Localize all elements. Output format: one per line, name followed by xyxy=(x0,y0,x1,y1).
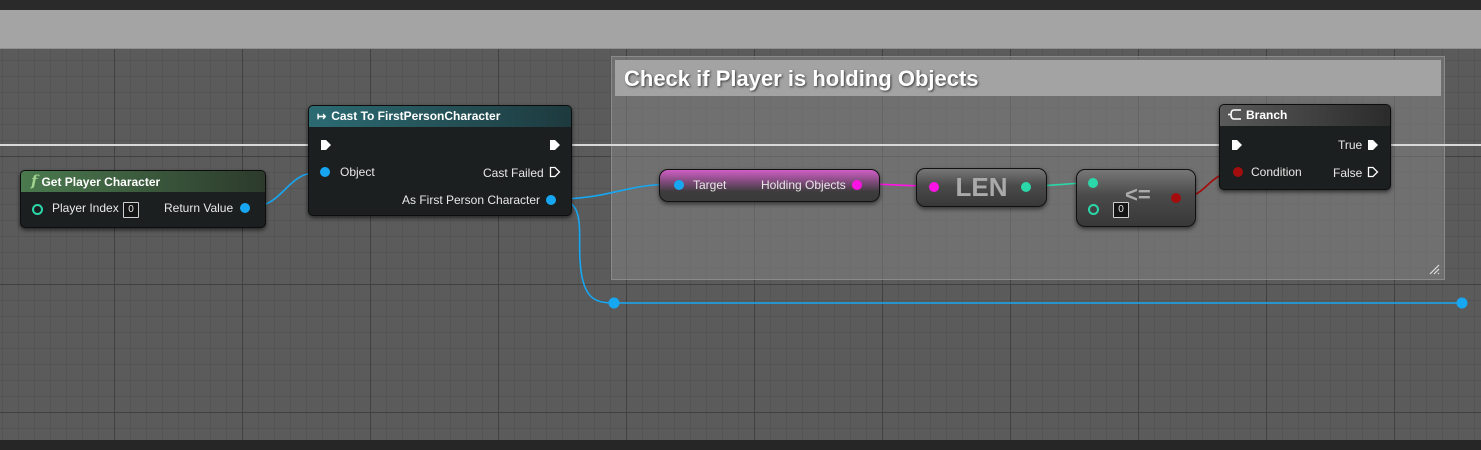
len-input-pin[interactable] xyxy=(929,182,939,192)
exec-wire xyxy=(0,144,1481,146)
wire-character-reroute xyxy=(555,198,615,304)
compare-node[interactable]: 0 <= xyxy=(1076,169,1196,227)
holding-objects-label: Holding Objects xyxy=(761,178,846,192)
player-index-pin[interactable] xyxy=(32,204,43,215)
holding-objects-node[interactable]: Target Holding Objects xyxy=(659,169,880,202)
branch-header[interactable]: Branch xyxy=(1220,105,1390,126)
compare-operator: <= xyxy=(1125,182,1151,207)
len-node[interactable]: LEN xyxy=(916,168,1047,207)
header-band xyxy=(0,10,1481,49)
true-label: True xyxy=(1338,138,1363,152)
len-label: LEN xyxy=(955,172,1008,202)
return-value-label: Return Value xyxy=(164,201,234,215)
holding-objects-pin[interactable] xyxy=(852,180,862,190)
as-first-person-character-label: As First Person Character xyxy=(402,193,541,207)
branch-exec-in-pin[interactable] xyxy=(1231,139,1243,151)
player-index-input[interactable]: 0 xyxy=(123,202,139,218)
top-bar xyxy=(0,0,1481,10)
branch-node[interactable]: Branch True Condition False xyxy=(1219,104,1391,190)
function-icon: f xyxy=(31,172,38,190)
player-index-label: Player Index xyxy=(52,201,119,215)
len-output-pin[interactable] xyxy=(1021,182,1031,192)
branch-icon xyxy=(1228,109,1241,120)
compare-input-a-pin[interactable] xyxy=(1088,178,1098,188)
exec-out-pin[interactable] xyxy=(549,139,561,151)
compare-input-b-pin[interactable] xyxy=(1088,204,1099,215)
compare-output-pin[interactable] xyxy=(1171,193,1181,203)
wire-character-to-target xyxy=(555,183,676,200)
reroute-node-left xyxy=(608,297,620,309)
condition-label: Condition xyxy=(1251,165,1302,179)
cast-icon: ↦ xyxy=(317,111,327,123)
exec-in-pin[interactable] xyxy=(320,139,332,151)
return-value-pin[interactable] xyxy=(240,203,250,213)
true-exec-pin[interactable] xyxy=(1367,139,1379,151)
condition-pin[interactable] xyxy=(1233,167,1243,177)
comment-title[interactable]: Check if Player is holding Objects xyxy=(615,60,1441,96)
resize-grip-icon[interactable] xyxy=(1428,263,1440,275)
cast-node[interactable]: ↦Cast To FirstPersonCharacter Object Cas… xyxy=(308,105,572,216)
bottom-bar xyxy=(0,440,1481,450)
compare-input-b-value[interactable]: 0 xyxy=(1113,202,1129,218)
cast-node-header[interactable]: ↦Cast To FirstPersonCharacter xyxy=(309,106,571,127)
target-pin[interactable] xyxy=(674,180,684,190)
as-first-person-character-pin[interactable] xyxy=(546,195,556,205)
object-label: Object xyxy=(340,165,375,179)
cast-failed-pin[interactable] xyxy=(549,166,561,178)
reroute-node-right xyxy=(1456,297,1468,309)
object-pin[interactable] xyxy=(320,167,330,177)
cast-failed-label: Cast Failed xyxy=(483,166,544,180)
target-label: Target xyxy=(693,178,727,192)
false-label: False xyxy=(1333,166,1363,180)
false-exec-pin[interactable] xyxy=(1367,166,1379,178)
